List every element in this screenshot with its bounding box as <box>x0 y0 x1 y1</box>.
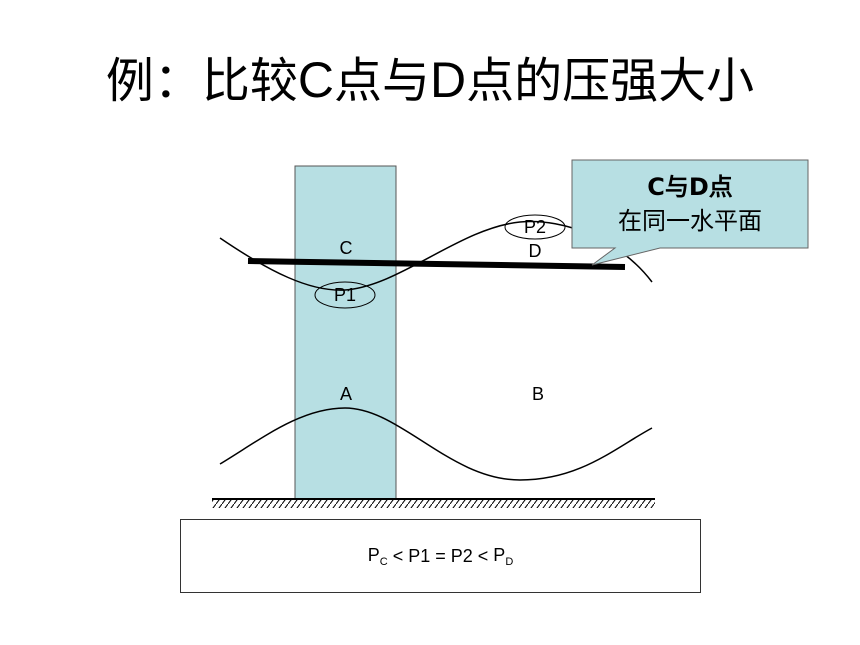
horizontal-plane-line <box>247 258 626 270</box>
formula-eq: = <box>430 545 451 566</box>
water-column <box>294 165 397 500</box>
p1-ellipse <box>314 281 376 309</box>
formula-op2: < <box>472 545 494 566</box>
formula-p-d: PD <box>493 545 513 568</box>
callout-bubble <box>571 159 809 266</box>
label-a: A <box>340 384 352 404</box>
formula-p-c: PC <box>368 545 388 568</box>
callout-line2: 在同一水平面 <box>618 207 762 235</box>
slide-title: 例：比较C点与D点的压强大小 <box>0 50 860 111</box>
callout-line1: C与D点 <box>647 173 733 201</box>
title-c: C <box>297 52 334 108</box>
formula-box: PC < P1 = P2 < PD <box>180 519 701 593</box>
formula-sub-d: D <box>505 555 514 568</box>
formula-op1: < <box>387 545 409 566</box>
title-suffix: 点的压强大小 <box>466 53 755 109</box>
ground-hatching <box>212 500 655 508</box>
formula-p: P <box>367 544 380 565</box>
label-c: C <box>340 238 353 258</box>
title-prefix: 例：比较 <box>105 53 298 109</box>
p2-ellipse <box>504 214 566 240</box>
lower-wave <box>219 407 653 481</box>
formula-sub-c: C <box>379 555 388 568</box>
formula-p2: P2 <box>450 545 473 566</box>
formula-p1: P1 <box>408 545 431 566</box>
label-p1: P1 <box>334 285 356 305</box>
label-b: B <box>532 384 544 404</box>
formula-p-2: P <box>493 544 506 565</box>
label-d: D <box>529 241 542 261</box>
title-mid: 点与 <box>333 53 430 109</box>
title-d: D <box>430 52 467 108</box>
label-p2: P2 <box>524 217 546 237</box>
callout-text: C与D点 在同一水平面 <box>572 160 808 248</box>
